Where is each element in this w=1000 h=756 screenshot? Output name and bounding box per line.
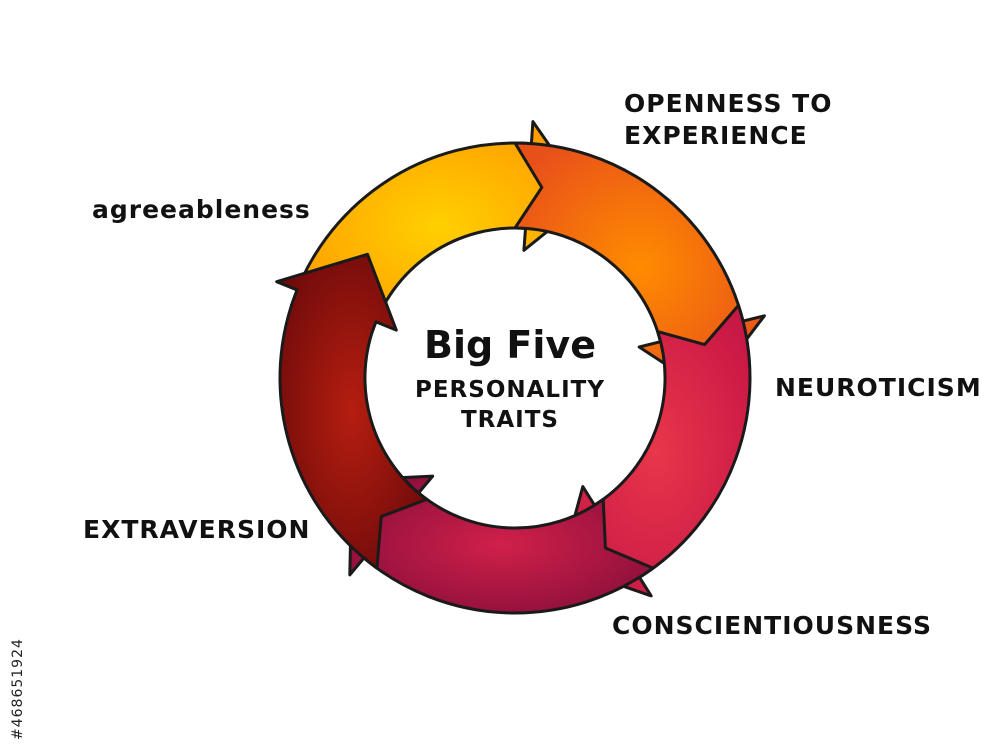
openness-label-line-2: experience	[624, 121, 808, 150]
neuroticism-label: neuroticism	[775, 373, 982, 402]
conscientiousness-label: conscientiousness	[612, 611, 932, 640]
extraversion-arrow-segment	[275, 252, 429, 570]
center-title: Big Five	[424, 323, 596, 367]
center-subtitle-line-2: traits	[460, 407, 559, 433]
watermark-id: #468651924	[10, 638, 26, 740]
extraversion-label: extraversion	[83, 515, 311, 544]
center-subtitle-line-1: personality	[414, 377, 605, 403]
openness-arrow-segment	[513, 141, 766, 393]
agreeableness-label: agreeableness	[92, 195, 311, 224]
openness-label: openness to experience	[624, 88, 832, 152]
openness-label-line-1: openness to	[624, 89, 833, 118]
conscientiousness-arrow-segment	[348, 474, 655, 615]
neuroticism-arrow-segment	[560, 303, 752, 598]
